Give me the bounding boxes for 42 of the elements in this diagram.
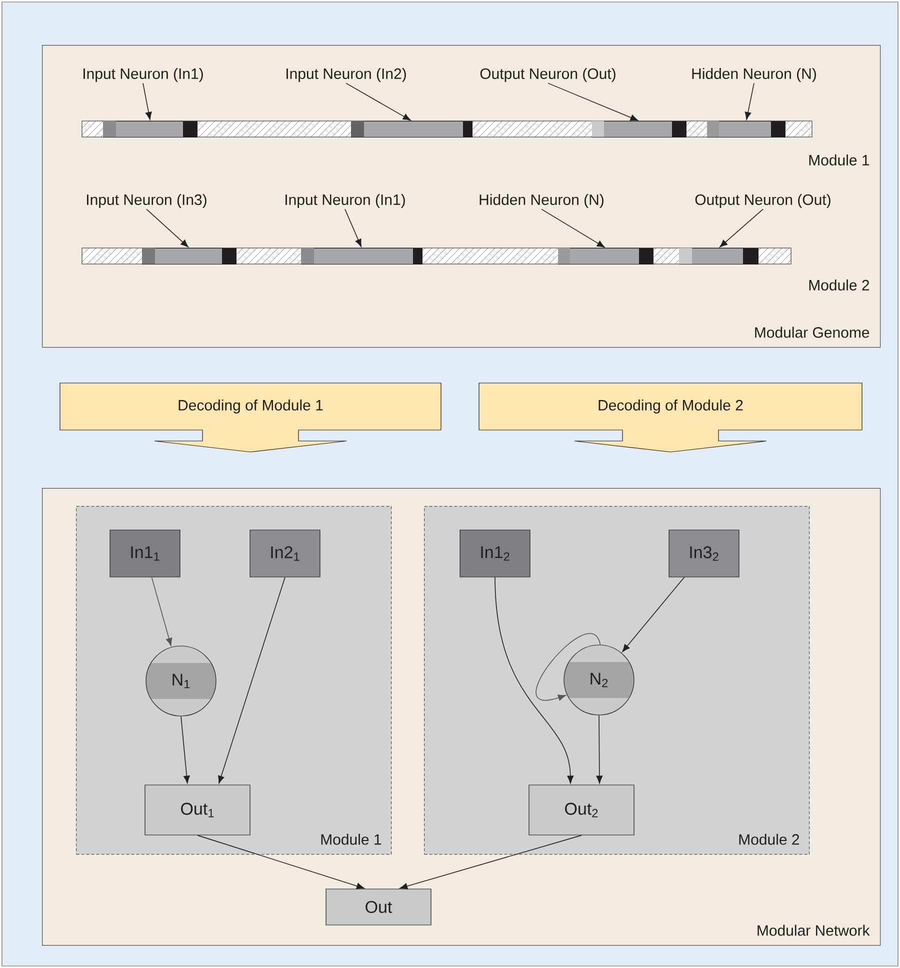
arrow — [494, 576, 574, 784]
arrow — [622, 576, 685, 652]
leader-line — [346, 82, 411, 121]
gene-segment — [679, 248, 758, 264]
leader-line — [142, 82, 152, 120]
gene-segment — [301, 248, 422, 264]
arrow — [180, 716, 190, 784]
arrow — [400, 834, 582, 890]
leader-line — [548, 82, 638, 121]
gene-segment — [592, 121, 686, 138]
neuron-box: In1$_{2}$ — [460, 530, 530, 578]
gene-segment — [351, 121, 472, 138]
gene-segment — [558, 248, 654, 264]
arrow — [151, 576, 172, 646]
arrow — [536, 633, 601, 701]
callout-label: Hidden Neuron (N) — [480, 194, 604, 208]
neuron-box: Out$_{1}$ — [144, 784, 250, 836]
neuron-box: In2$_{1}$ — [250, 530, 320, 578]
neuron-box: In1$_{1}$ — [110, 530, 180, 578]
leader-line — [344, 208, 362, 247]
callout-label: Input Neuron (In3) — [87, 194, 206, 208]
arrow — [596, 714, 603, 784]
arrow — [218, 576, 286, 784]
callout-label: Input Neuron (In1) — [286, 194, 405, 208]
leader-line — [146, 208, 188, 248]
gene-segment — [142, 248, 236, 264]
strip-label: Module 2 — [809, 280, 870, 290]
leader-line — [744, 82, 754, 120]
leader-line — [541, 208, 605, 248]
callout-label: Output Neuron (Out) — [695, 194, 830, 208]
callout-label: Hidden Neuron (N) — [692, 68, 816, 82]
gene-segment — [707, 121, 786, 138]
leader-line — [720, 208, 764, 248]
neuron-box: In3$_{2}$ — [668, 530, 740, 578]
neuron-box: Out — [326, 888, 432, 926]
arrow — [197, 834, 364, 890]
callout-label: Output Neuron (Out) — [480, 68, 616, 82]
callout-label: Input Neuron (In2) — [286, 68, 406, 82]
callout-label: Input Neuron (In1) — [84, 68, 203, 82]
strip-label: Module 1 — [809, 154, 870, 166]
neuron-box: Out$_{2}$ — [528, 784, 634, 836]
gene-segment — [103, 121, 198, 138]
